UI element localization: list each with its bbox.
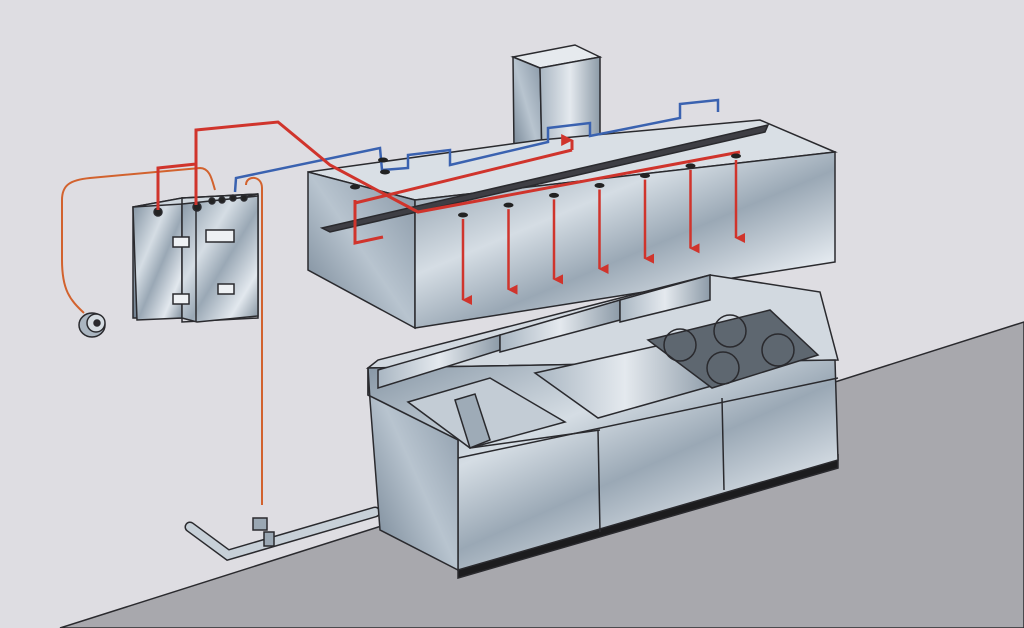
duct-nozzle [380,169,390,175]
gas-shutoff-valve [252,517,268,531]
agent-distribution-pipe [156,120,741,245]
exhaust-duct [510,44,603,162]
nozzle [594,183,605,188]
nozzle [685,163,696,169]
cooking-line [365,274,839,579]
control-cabinets [132,193,259,323]
exhaust-hood [307,119,838,330]
manual-pull-station [78,312,106,338]
gas-line [184,506,381,562]
nozzle [503,202,514,208]
duct-nozzle [350,184,360,190]
nozzle [549,192,559,198]
duct-nozzle [378,157,388,163]
nozzle [640,173,650,179]
nozzle [458,212,468,218]
nozzle [731,153,741,159]
pull-cable [61,166,263,505]
nozzle-group [350,153,745,305]
